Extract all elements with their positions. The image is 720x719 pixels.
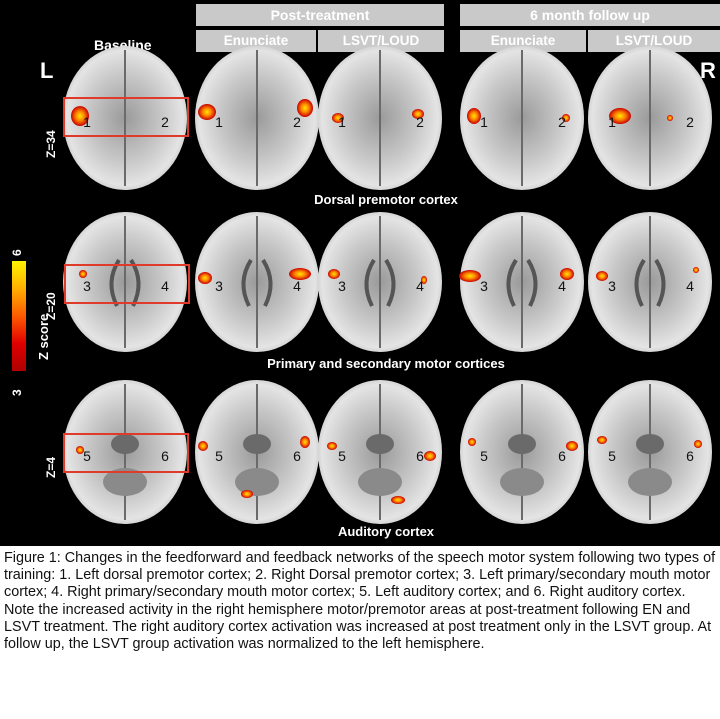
region-number-label: 6 bbox=[293, 448, 301, 464]
region-number-label: 5 bbox=[608, 448, 616, 464]
activation-blob bbox=[76, 446, 84, 454]
region-number-label: 6 bbox=[161, 448, 169, 464]
activation-blob bbox=[198, 104, 216, 120]
region-number-label: 5 bbox=[83, 448, 91, 464]
right-side-marker: R bbox=[700, 58, 716, 83]
region-title-row3: Auditory cortex bbox=[337, 524, 435, 539]
lsvt-post-header: LSVT/LOUD bbox=[318, 30, 444, 52]
region-title-row1: Dorsal premotor cortex bbox=[314, 192, 458, 207]
activation-blob bbox=[566, 441, 578, 451]
z-label-row3: Z=4 bbox=[44, 456, 58, 478]
region-number-label: 4 bbox=[416, 278, 424, 294]
activation-blob bbox=[667, 115, 673, 121]
activation-blob bbox=[596, 271, 608, 281]
region-number-label: 3 bbox=[338, 278, 346, 294]
roi-box-row1 bbox=[63, 97, 189, 137]
activation-blob bbox=[562, 114, 570, 122]
activation-blob bbox=[694, 440, 702, 448]
activation-blob bbox=[198, 272, 212, 284]
region-number-label: 1 bbox=[608, 114, 616, 130]
roi-box-row2 bbox=[64, 264, 190, 304]
region-number-label: 5 bbox=[215, 448, 223, 464]
region-title-row2: Primary and secondary motor cortices bbox=[267, 356, 505, 371]
activation-blob bbox=[467, 108, 481, 124]
region-number-label: 3 bbox=[480, 278, 488, 294]
activation-blob bbox=[332, 113, 344, 123]
region-number-label: 4 bbox=[161, 278, 169, 294]
z-label-row1: Z=34 bbox=[44, 130, 58, 158]
follow-up-header: 6 month follow up bbox=[460, 4, 720, 26]
activation-blob bbox=[459, 270, 481, 282]
region-number-label: 2 bbox=[686, 114, 694, 130]
activation-blob bbox=[241, 490, 253, 498]
left-side-marker: L bbox=[40, 58, 54, 83]
activation-blob bbox=[468, 438, 476, 446]
activation-blob bbox=[289, 268, 311, 280]
region-number-label: 5 bbox=[480, 448, 488, 464]
activation-blob bbox=[300, 436, 310, 448]
region-number-label: 2 bbox=[161, 114, 169, 130]
scale-title: Z score bbox=[36, 313, 51, 360]
activation-blob bbox=[297, 99, 313, 117]
region-number-label: 4 bbox=[558, 278, 566, 294]
brain-figure: Post-treatment 6 month follow up Enuncia… bbox=[0, 0, 720, 546]
enunciate-follow-header: Enunciate bbox=[460, 30, 586, 52]
region-number-label: 2 bbox=[416, 114, 424, 130]
region-number-label: 3 bbox=[215, 278, 223, 294]
lsvt-follow-header: LSVT/LOUD bbox=[588, 30, 720, 52]
region-number-label: 5 bbox=[338, 448, 346, 464]
activation-blob bbox=[327, 442, 337, 450]
activation-blob bbox=[421, 276, 427, 284]
region-number-label: 3 bbox=[83, 278, 91, 294]
activation-blob bbox=[328, 269, 340, 279]
activation-blob bbox=[198, 441, 208, 451]
activation-blob bbox=[597, 436, 607, 444]
region-number-label: 1 bbox=[215, 114, 223, 130]
region-number-label: 4 bbox=[293, 278, 301, 294]
post-treatment-header: Post-treatment bbox=[196, 4, 444, 26]
z-score-colorbar bbox=[12, 261, 26, 371]
scale-min-label: 3 bbox=[10, 389, 24, 396]
activation-blob bbox=[693, 267, 699, 273]
region-number-label: 3 bbox=[608, 278, 616, 294]
activation-blob bbox=[391, 496, 405, 504]
region-number-label: 6 bbox=[686, 448, 694, 464]
region-number-label: 1 bbox=[338, 114, 346, 130]
region-number-label: 6 bbox=[558, 448, 566, 464]
region-number-label: 6 bbox=[416, 448, 424, 464]
figure-caption: Figure 1: Changes in the feedforward and… bbox=[4, 550, 716, 653]
region-number-label: 1 bbox=[480, 114, 488, 130]
region-number-label: 1 bbox=[83, 114, 91, 130]
region-number-label: 4 bbox=[686, 278, 694, 294]
activation-blob bbox=[71, 106, 89, 126]
activation-blob bbox=[412, 109, 424, 119]
enunciate-post-header: Enunciate bbox=[196, 30, 316, 52]
roi-box-row3 bbox=[63, 433, 189, 473]
scale-max-label: 6 bbox=[10, 249, 24, 256]
region-number-label: 2 bbox=[558, 114, 566, 130]
activation-blob bbox=[79, 270, 87, 278]
activation-blob bbox=[609, 108, 631, 124]
region-number-label: 2 bbox=[293, 114, 301, 130]
activation-blob bbox=[560, 268, 574, 280]
activation-blob bbox=[424, 451, 436, 461]
